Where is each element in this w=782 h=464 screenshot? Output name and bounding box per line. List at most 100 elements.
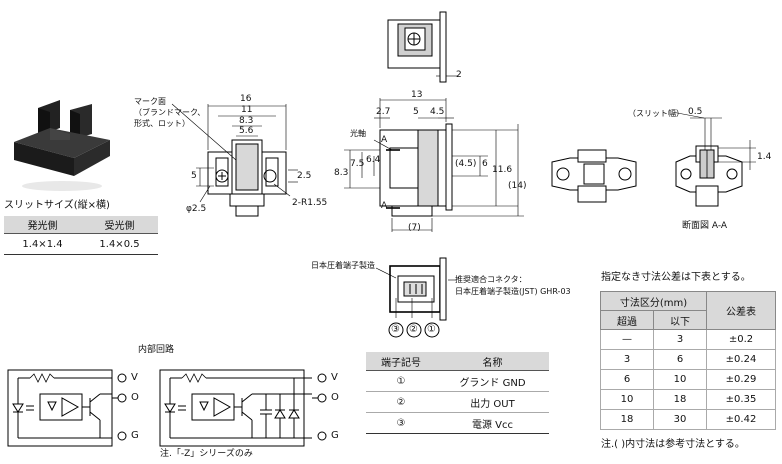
table-row: — 3 ±0.2 xyxy=(600,329,776,350)
circuit2-terminal-o: O xyxy=(331,392,339,403)
table-row: ① グランド GND xyxy=(366,370,549,392)
slit-header-emitter: 発光側 xyxy=(4,216,81,234)
dim-4-5-paren: (4.5) xyxy=(455,159,477,169)
tolerance-over: — xyxy=(600,329,654,350)
tolerance-under: 18 xyxy=(653,389,707,410)
dim-8-3: 8.3 xyxy=(239,116,254,126)
terminal-header-symbol: 端子記号 xyxy=(366,352,436,371)
tolerance-value: ±0.24 xyxy=(706,349,776,370)
tolerance-header-range: 寸法区分(mm) xyxy=(600,291,707,311)
dim-5-6: 5.6 xyxy=(239,126,254,136)
dim-13: 13 xyxy=(411,90,423,100)
circuit-title: 内部回路 xyxy=(138,345,175,355)
dim-2-7: 2.7 xyxy=(376,107,391,117)
tolerance-value: ±0.2 xyxy=(706,329,776,350)
circuit-note: 注.「-Z」シリーズのみ xyxy=(160,449,253,459)
tolerance-over: 6 xyxy=(600,369,654,390)
tolerance-value: ±0.29 xyxy=(706,369,776,390)
table-row: ③ 電源 Vcc xyxy=(366,412,549,434)
section-caption: 断面図 A-A xyxy=(682,221,728,231)
internal-circuit-z xyxy=(159,369,327,447)
dim-7-5: 7.5 xyxy=(350,159,365,169)
tolerance-table: 寸法区分(mm) 公差表 超過 以下 — 3 ±0.2 3 6 ±0.24 6 … xyxy=(600,291,776,430)
connector-drawing xyxy=(375,257,456,338)
tolerance-value: ±0.35 xyxy=(706,389,776,410)
recommended-connector-1: 推奨適合コネクタ： xyxy=(455,275,527,284)
slit-header-receiver: 受光側 xyxy=(81,216,158,234)
back-view-drawing xyxy=(551,149,637,203)
terminal-name: グランド GND xyxy=(436,370,549,392)
slit-value-receiver: 1.4×0.5 xyxy=(81,233,158,255)
dim-16: 16 xyxy=(240,94,252,104)
tolerance-value: ±0.42 xyxy=(706,409,776,430)
front-view-drawing xyxy=(171,103,298,217)
circuit1-terminal-o: O xyxy=(131,392,139,403)
pin-1: ① xyxy=(427,324,436,335)
dim-2-5: 2.5 xyxy=(297,171,312,181)
tolerance-note: 注.( )内寸法は参考寸法とする。 xyxy=(601,439,745,450)
dim-7-paren: (7) xyxy=(408,223,421,233)
table-row: ② 出力 OUT xyxy=(366,391,549,413)
tolerance-under: 6 xyxy=(653,349,707,370)
section-a-top: A xyxy=(381,135,388,145)
tolerance-under: 10 xyxy=(653,369,707,390)
table-row: 3 6 ±0.24 xyxy=(600,349,776,370)
product-photo xyxy=(0,90,120,195)
optical-axis-label: 光軸 xyxy=(350,129,366,138)
dim-4-5: 4.5 xyxy=(430,107,445,117)
dim-14-paren: (14) xyxy=(508,181,527,191)
tolerance-header-tol: 公差表 xyxy=(706,291,776,330)
dim-5: 5 xyxy=(191,171,197,181)
table-row: 10 18 ±0.35 xyxy=(600,389,776,410)
dim-0-5: 0.5 xyxy=(688,107,703,117)
table-row: 18 30 ±0.42 xyxy=(600,409,776,430)
side-view-drawing xyxy=(344,98,524,232)
tolerance-under: 3 xyxy=(653,329,707,350)
top-view-drawing xyxy=(387,11,458,83)
circuit1-terminal-v: V xyxy=(131,372,138,383)
terminal-name: 出力 OUT xyxy=(436,391,549,413)
tolerance-over: 18 xyxy=(600,409,654,430)
terminal-name: 電源 Vcc xyxy=(436,412,549,434)
dim-6-4: 6.4 xyxy=(366,155,381,165)
internal-circuit-standard xyxy=(7,369,127,447)
dim-1-4: 1.4 xyxy=(757,152,772,162)
dim-8-3-side: 8.3 xyxy=(334,168,349,178)
table-row: 6 10 ±0.29 xyxy=(600,369,776,390)
recommended-connector-2: 日本圧着端子製造(JST) GHR-03 xyxy=(455,287,571,296)
circuit1-terminal-g: G xyxy=(131,430,139,441)
slit-width-label: （スリット幅） xyxy=(628,109,684,118)
tolerance-header-over: 超過 xyxy=(600,310,654,330)
mark-surface-label: マーク面 xyxy=(134,97,166,106)
tolerance-over: 10 xyxy=(600,389,654,410)
terminal-table: 端子記号 名称 ① グランド GND ② 出力 OUT ③ 電源 Vcc xyxy=(366,352,549,434)
dim-11: 11 xyxy=(241,105,253,115)
slit-size-table: 発光側 受光側 1.4×1.4 1.4×0.5 xyxy=(4,216,158,255)
terminal-symbol: ③ xyxy=(366,412,436,434)
mark-detail-label-1: （ブランドマーク、 xyxy=(134,108,206,117)
dim-2-top: 2 xyxy=(456,70,462,80)
circuit2-terminal-g: G xyxy=(331,430,339,441)
tolerance-header-under: 以下 xyxy=(653,310,707,330)
terminal-symbol: ② xyxy=(366,391,436,413)
section-view-drawing xyxy=(671,111,756,207)
terminal-header-name: 名称 xyxy=(436,352,549,371)
connector-maker-label: 日本圧着端子製造 xyxy=(311,261,375,270)
dim-6-side: 6 xyxy=(482,159,488,169)
dim-11-6: 11.6 xyxy=(492,165,513,175)
tolerance-under: 30 xyxy=(653,409,707,430)
dim-5-side: 5 xyxy=(413,107,419,117)
slit-size-title: スリットサイズ(縦×横) xyxy=(4,200,110,211)
dim-2-r1-55: 2-R1.55 xyxy=(292,198,328,208)
section-a-bottom: A xyxy=(381,201,388,211)
pin-2: ② xyxy=(409,324,418,335)
dim-phi-2-5: φ2.5 xyxy=(186,204,207,214)
mark-detail-label-2: 形式、ロット） xyxy=(134,119,190,128)
slit-value-emitter: 1.4×1.4 xyxy=(4,233,81,255)
terminal-symbol: ① xyxy=(366,370,436,392)
tolerance-intro: 指定なき寸法公差は下表とする。 xyxy=(601,272,751,283)
tolerance-over: 3 xyxy=(600,349,654,370)
pin-3: ③ xyxy=(391,324,400,335)
circuit2-terminal-v: V xyxy=(331,372,338,383)
